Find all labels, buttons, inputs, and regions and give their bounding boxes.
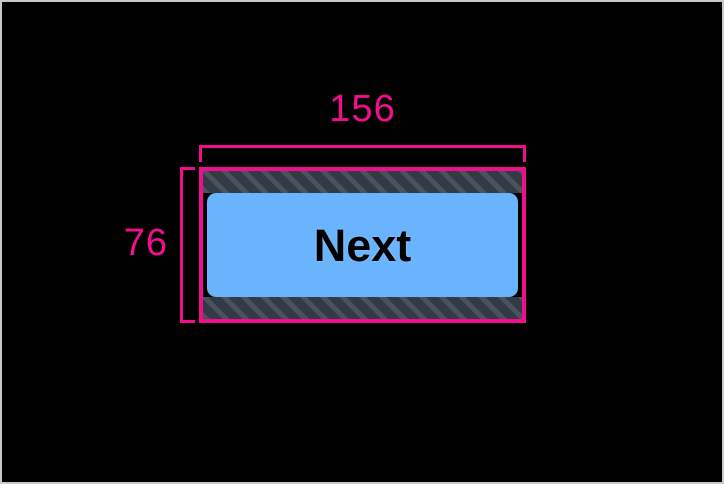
element-bounds-highlight: Next [199,167,526,323]
width-dimension-rule [199,145,526,148]
box-model-hatch-bottom [203,297,522,319]
height-dimension-tick-top [180,167,195,170]
height-dimension-tick-bottom [180,320,195,323]
next-button[interactable]: Next [207,193,518,297]
box-model-hatch-top [203,171,522,193]
width-dimension-tick-left [199,145,202,162]
height-dimension-label: 76 [123,222,168,264]
width-dimension-tick-right [523,145,526,162]
width-dimension-label: 156 [329,88,396,130]
width-dimension-line [199,145,526,167]
next-button-label: Next [313,219,412,271]
height-dimension-line [180,167,199,323]
height-dimension-rule [180,167,183,323]
